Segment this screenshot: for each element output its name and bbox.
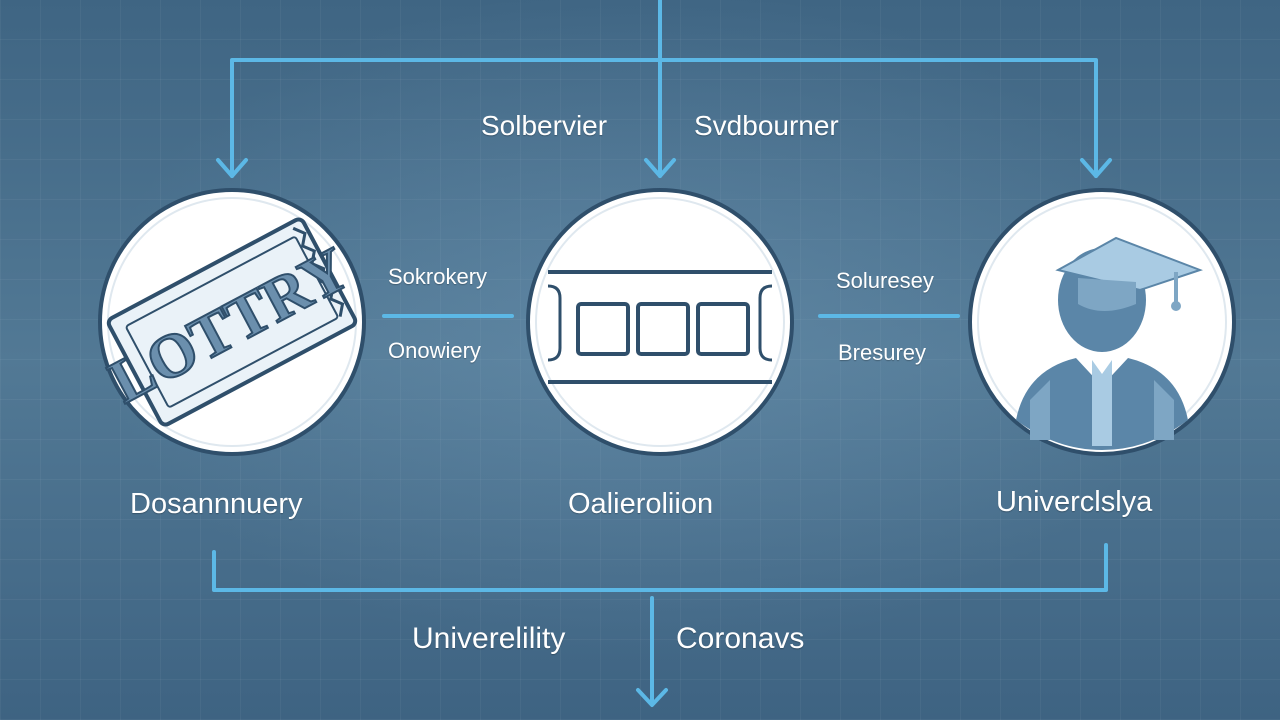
caption-left: Dosannnuery: [130, 488, 303, 520]
arrow-down-center-icon: [644, 158, 676, 178]
arrow-down-bottom-icon: [636, 688, 668, 707]
caption-right: Univerclslya: [996, 486, 1153, 518]
lottery-node: LOTTRY: [98, 188, 366, 456]
arrow-down-right-icon: [1080, 158, 1112, 178]
connector-line-bottom-branch: [212, 543, 1108, 592]
graduate-icon: [1016, 236, 1203, 450]
label-bottom-left: Univerelility: [412, 622, 566, 655]
label-mid-right-lower: Bresurey: [838, 340, 927, 365]
ticket-strip-node: [526, 188, 794, 456]
label-top-left: Solbervier: [481, 110, 608, 141]
label-mid-right-upper: Soluresey: [836, 268, 934, 293]
arrow-down-left-icon: [216, 158, 248, 178]
label-top-right: Svdbourner: [694, 110, 839, 141]
label-bottom-right: Coronavs: [676, 622, 805, 655]
top-connector: [216, 0, 1112, 178]
label-mid-left-upper: Sokrokery: [388, 264, 488, 289]
caption-center: Oalieroliion: [568, 488, 714, 520]
bottom-connector: [212, 543, 1108, 707]
graduate-node: [968, 188, 1236, 456]
connector-line-top-branch: [230, 58, 1098, 178]
label-mid-left-lower: Onowiery: [388, 338, 481, 363]
ticket-strip-icon: [547, 270, 773, 384]
